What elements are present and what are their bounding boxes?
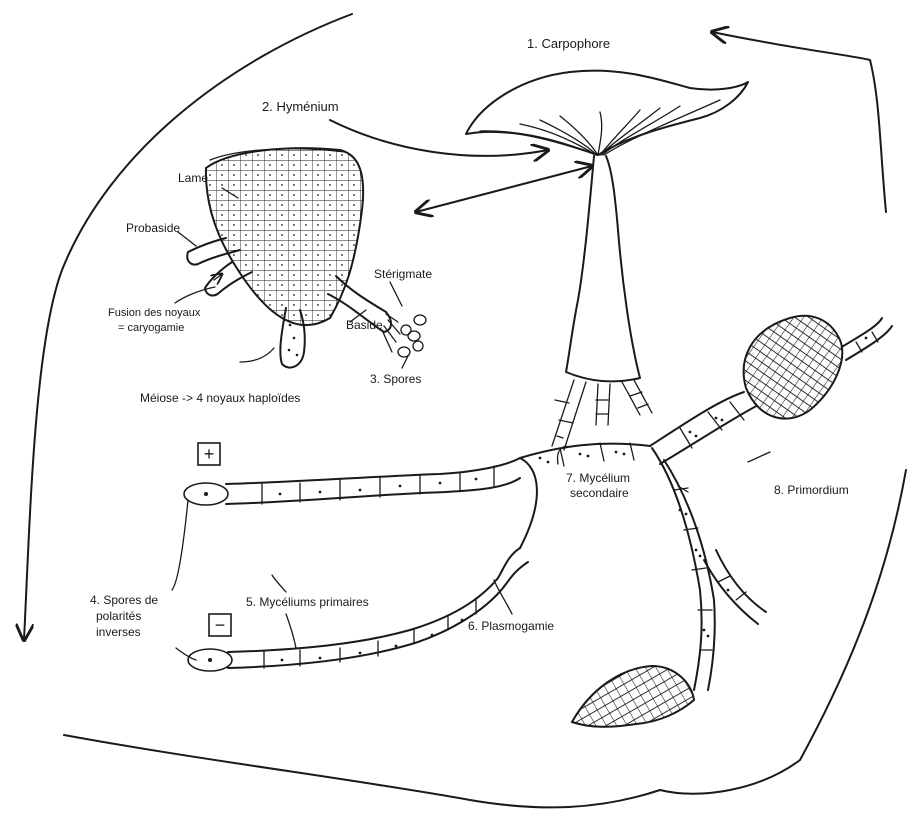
label-baside: Baside — [346, 318, 383, 332]
label-mycelium-secondaire-line2: secondaire — [570, 486, 629, 500]
primordium-lower — [572, 666, 694, 727]
hymenium-zoom-arrow — [416, 166, 592, 212]
label-carpophore: 1. Carpophore — [527, 36, 610, 51]
hymenium-detail-illustration — [187, 148, 426, 367]
primordium-upper — [744, 316, 843, 419]
label-sterigmate: Stérigmate — [374, 267, 432, 281]
label-hymenium: 2. Hyménium — [262, 99, 339, 114]
spores-inverse-polarity — [184, 483, 232, 671]
label-spores: 3. Spores — [370, 372, 421, 386]
label-spores-polarite-line2: polarités — [96, 609, 141, 623]
label-fusion-line1: Fusion des noyaux — [108, 307, 201, 319]
label-mycelium-secondaire-line1: 7. Mycélium — [566, 471, 630, 485]
label-mycelium-primaire: 5. Mycéliums primaires — [246, 595, 369, 609]
carpophore-illustration — [466, 71, 748, 450]
plus-sign: + — [204, 444, 215, 464]
cycle-arrow-bottom — [64, 735, 660, 807]
label-spores-polarite-line3: inverses — [96, 625, 141, 639]
cycle-arrow-right-side — [660, 470, 906, 794]
label-probaside: Probaside — [126, 221, 180, 235]
label-primordium: 8. Primordium — [774, 483, 849, 497]
plus-sign-box: + — [198, 443, 220, 465]
label-meiose: Méiose -> 4 noyaux haploïdes — [140, 391, 300, 405]
label-lame: Lame — [178, 171, 208, 185]
label-spores-polarite-line1: 4. Spores de — [90, 593, 158, 607]
cycle-arrow-right-top — [712, 32, 886, 212]
label-fusion-line2: = caryogamie — [118, 322, 184, 334]
minus-sign-box: − — [209, 614, 231, 636]
hymenium-label-arrow — [330, 120, 548, 156]
label-plasmogamie: 6. Plasmogamie — [468, 619, 554, 633]
minus-sign: − — [215, 615, 226, 635]
